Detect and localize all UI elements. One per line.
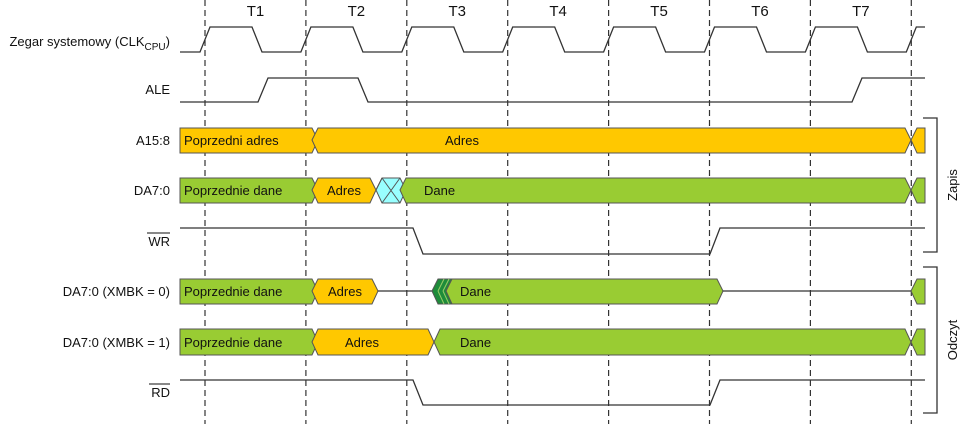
cycle-label-t2: T2 — [348, 3, 366, 20]
da-data-text: Dane — [424, 183, 455, 198]
label-rd: RD — [151, 385, 170, 400]
xmbk0-data-text: Dane — [460, 284, 491, 299]
xmbk1-prev-data-text: Poprzednie dane — [184, 335, 282, 350]
invalid-cross-icon — [375, 177, 401, 204]
write-group-bracket — [923, 117, 938, 253]
xmbk1-next-segment — [910, 328, 926, 356]
ale-waveform — [180, 77, 925, 103]
label-wr: WR — [148, 234, 170, 249]
rd-waveform — [180, 379, 925, 406]
read-group-label: Odczyt — [945, 319, 960, 360]
write-group-label: Zapis — [945, 169, 960, 201]
clk-waveform — [180, 26, 925, 53]
cycle-label-t5: T5 — [650, 3, 668, 20]
transition-hatch-icon — [437, 278, 450, 305]
xmbk0-prev-data-text: Poprzednie dane — [184, 284, 282, 299]
cycle-label-t1: T1 — [247, 3, 265, 20]
cycle-label-t4: T4 — [549, 3, 567, 20]
xmbk1-data-segment — [433, 328, 912, 356]
da-data-segment — [399, 177, 912, 204]
xmbk1-data-text: Dane — [460, 335, 491, 350]
read-group-bracket — [923, 266, 938, 414]
da-next-segment — [910, 177, 926, 204]
xmbk0-next-segment — [910, 278, 926, 305]
xmbk0-address-text: Adres — [328, 284, 362, 299]
label-clk: Zegar systemowy (CLKCPU) — [9, 34, 170, 53]
label-da-xmbk0: DA7:0 (XMBK = 0) — [63, 284, 170, 299]
label-ale: ALE — [145, 82, 170, 97]
label-da7-0: DA7:0 — [134, 183, 170, 198]
cycle-label-t7: T7 — [852, 3, 870, 20]
a15-address-text: Adres — [445, 133, 479, 148]
cycle-label-t6: T6 — [751, 3, 769, 20]
cycle-gridlines — [204, 0, 912, 424]
label-a15-8: A15:8 — [136, 133, 170, 148]
a15-next-segment — [910, 127, 926, 154]
a15-address-segment — [311, 127, 912, 154]
da-address-text: Adres — [327, 183, 361, 198]
da-prev-data-text: Poprzednie dane — [184, 183, 282, 198]
label-da-xmbk1: DA7:0 (XMBK = 1) — [63, 335, 170, 350]
wr-waveform — [180, 227, 925, 255]
xmbk1-address-text: Adres — [345, 335, 379, 350]
cycle-label-t3: T3 — [448, 3, 466, 20]
a15-prev-address-text: Poprzedni adres — [184, 133, 279, 148]
cycle-labels: T1 T2 T3 T4 T5 T6 T7 — [247, 3, 870, 20]
